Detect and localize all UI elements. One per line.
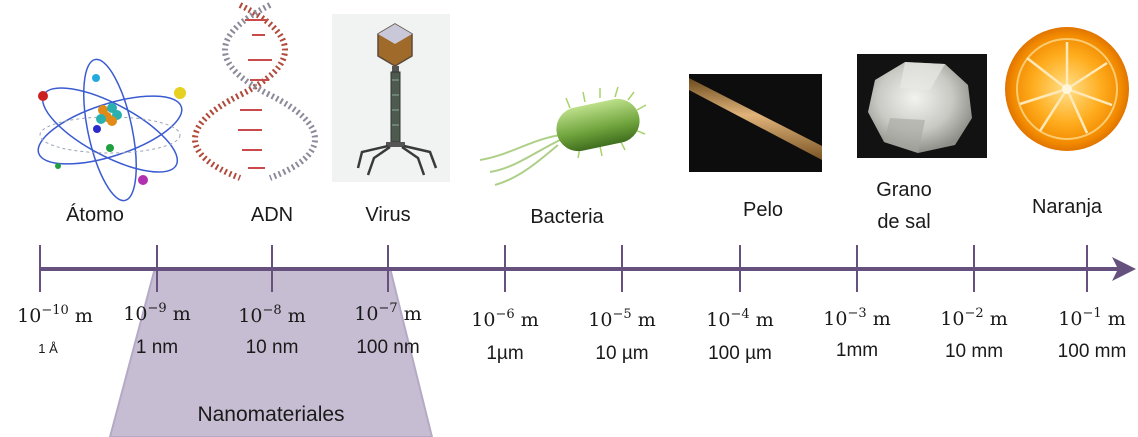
dna-icon	[195, 5, 315, 178]
scale-power-label: 10−1 m	[1058, 306, 1125, 330]
label-grano: Grano	[876, 179, 932, 202]
scale-power-label: 10−5 m	[588, 307, 655, 331]
scale-power-label: 10−4 m	[706, 307, 773, 331]
scale-sub-label: 100 nm	[356, 337, 419, 359]
scale-sub-label: 1µm	[486, 343, 523, 365]
scale-power-label: 10−3 m	[823, 306, 890, 330]
nanomaterials-label: Nanomateriales	[197, 403, 344, 427]
label-virus: Virus	[365, 204, 410, 227]
scale-power-label: 10−9 m	[123, 301, 190, 325]
label-adn: ADN	[251, 204, 293, 227]
scale-sub-label: 1mm	[836, 340, 878, 362]
scale-sub-label: 100 mm	[1058, 341, 1127, 363]
scale-sub-label: 1 nm	[136, 337, 178, 359]
atom-icon	[31, 55, 190, 205]
label-de-sal: de sal	[877, 211, 930, 234]
scale-power-label: 10−8 m	[238, 303, 305, 327]
scale-sub-label: 10 mm	[945, 341, 1003, 363]
hair-icon	[689, 74, 822, 172]
label-bacteria: Bacteria	[530, 206, 603, 229]
salt-grain-icon	[857, 54, 987, 158]
label-pelo: Pelo	[743, 199, 783, 222]
scale-sub-label: 10 nm	[246, 337, 299, 359]
label-naranja: Naranja	[1032, 196, 1102, 219]
scale-power-label: 10−7 m	[354, 301, 421, 325]
scale-sub-label: 100 µm	[708, 343, 772, 365]
bacteria-icon	[480, 87, 646, 185]
label-atomo: Átomo	[66, 204, 124, 227]
scale-power-label: 10−2 m	[940, 306, 1007, 330]
scale-sub-label: 10 µm	[595, 343, 648, 365]
scale-power-label: 10−10 m	[17, 303, 93, 327]
virus-icon	[332, 14, 450, 182]
scale-sub-label: 1 Å	[38, 341, 58, 356]
orange-icon	[1005, 27, 1129, 151]
scale-power-label: 10−6 m	[471, 307, 538, 331]
